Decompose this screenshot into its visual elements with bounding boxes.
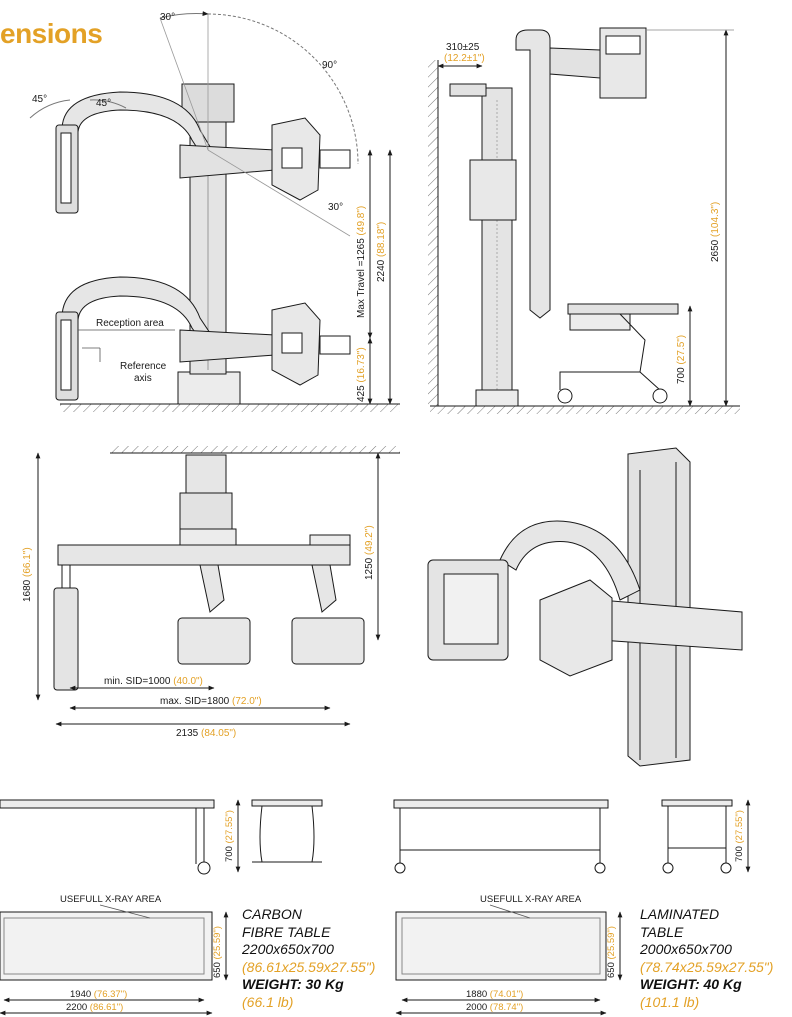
height-1680-label: 1680 (66.1") (22, 547, 33, 602)
tables-drawings (0, 799, 751, 1016)
laminated-650-label: 650 (25.59") (606, 926, 617, 978)
detector-front (53, 587, 79, 691)
laminated-weight: WEIGHT: 40 Kg (640, 976, 742, 992)
rotation-arc-90 (207, 13, 359, 165)
tables-labels: 700 (27.55") 700 (27.55") USEFULL X-RAY … (60, 810, 745, 1013)
laminated-weight-lb: (101.1 lb) (640, 993, 700, 1010)
top-left-labels: 30° 90° 45° 45° 30° Reception area Refer… (32, 12, 387, 402)
carbon-weight-lb: (66.1 lb) (242, 993, 294, 1010)
width-310-label: 310±25 (446, 42, 480, 53)
wall-hatch (428, 60, 438, 406)
ceiling-mount (185, 454, 227, 494)
laminated-table-plan (395, 911, 607, 981)
reference-axis-label-2: axis (134, 373, 152, 384)
upper-boom (549, 47, 601, 79)
column-base (177, 371, 241, 405)
laminated-dims: 2000x650x700 (640, 941, 732, 957)
carbon-title-1: CARBON (242, 906, 302, 922)
angle-90: 90° (322, 60, 337, 71)
height-2240-label: 2240 (88.18") (376, 222, 387, 282)
tube-perspective (539, 579, 613, 677)
floor-hatch (60, 404, 400, 412)
laminated-title-1: LAMINATED (640, 906, 720, 922)
carbon-1940-label: 1940 (76.37") (70, 989, 127, 1000)
laminated-table-side (393, 799, 609, 809)
carbon-table-plan (0, 911, 213, 981)
reception-area-label: Reception area (96, 318, 164, 329)
c-arm-upper (61, 91, 213, 161)
middle-left-view (35, 446, 400, 727)
table-top-right (567, 303, 679, 315)
carbon-xray-area: USEFULL X-RAY AREA (60, 894, 162, 905)
laminated-700-label: 700 (27.55") (734, 810, 745, 862)
laminated-dims-inches: (78.74x25.59x27.55") (640, 958, 774, 975)
carbon-dims-inches: (86.61x25.59x27.55") (242, 958, 376, 975)
top-right-labels: 310±25 (12.2±1") 2650 (104.3") 700 (27.5… (444, 42, 721, 384)
horizontal-arm-perspective (599, 599, 743, 651)
floor-hatch-right (430, 406, 740, 414)
carbon-weight: WEIGHT: 30 Kg (242, 976, 344, 992)
height-700-right-label: 700 (27.5") (676, 335, 687, 384)
arm-lower (179, 329, 276, 363)
middle-left-labels: 1680 (66.1") 1250 (49.2") min. SID=1000 … (22, 525, 375, 739)
carbon-title-2: FIBRE TABLE (242, 923, 331, 940)
c-arm-lower (61, 276, 213, 347)
max-travel-label: Max Travel =1265 (49.8") (356, 206, 367, 318)
height-1250-label: 1250 (49.2") (364, 525, 375, 580)
tube-front-left (177, 617, 251, 665)
carbon-table-side (0, 799, 215, 809)
carbon-650-label: 650 (25.59") (212, 926, 223, 978)
laminated-xray-area: USEFULL X-RAY AREA (480, 894, 582, 905)
top-right-view (428, 27, 740, 414)
top-left-view (29, 11, 400, 412)
height-425-label: 425 (16.73") (356, 347, 367, 402)
carbon-2200-label: 2200 (86.61") (66, 1002, 123, 1013)
carbon-700-label: 700 (27.55") (224, 810, 235, 862)
laminated-title-2: TABLE (640, 923, 684, 940)
laminated-2000-label: 2000 (78.74") (466, 1002, 523, 1013)
min-sid-label: min. SID=1000 (40.0") (104, 676, 203, 687)
main-beam (57, 544, 351, 566)
width-310-alt-label: (12.2±1") (444, 53, 485, 64)
carbon-table-spec: CARBON FIBRE TABLE 2200x650x700 (86.61x2… (242, 906, 375, 1011)
laminated-1880-label: 1880 (74.01") (466, 989, 523, 1000)
angle-30-top: 30° (160, 12, 175, 23)
width-2135-label: 2135 (84.05") (176, 728, 236, 739)
tube-front-right (291, 617, 365, 665)
angle-45-b: 45° (96, 98, 111, 109)
angle-45-a: 45° (32, 94, 47, 105)
vertical-arm (515, 29, 551, 319)
reference-axis-label-1: Reference (120, 361, 167, 372)
angle-30-side: 30° (328, 202, 343, 213)
height-2650-label: 2650 (104.3") (710, 202, 721, 262)
carbon-dims: 2200x650x700 (242, 941, 334, 957)
carriage (469, 159, 517, 221)
c-arm-perspective (499, 520, 641, 601)
ceiling-hatch (110, 446, 400, 453)
perspective-view (427, 447, 743, 767)
laminated-table-spec: LAMINATED TABLE 2000x650x700 (78.74x25.5… (640, 906, 773, 1011)
max-sid-label: max. SID=1800 (72.0") (160, 696, 262, 707)
section-heading: ensions (0, 18, 103, 49)
